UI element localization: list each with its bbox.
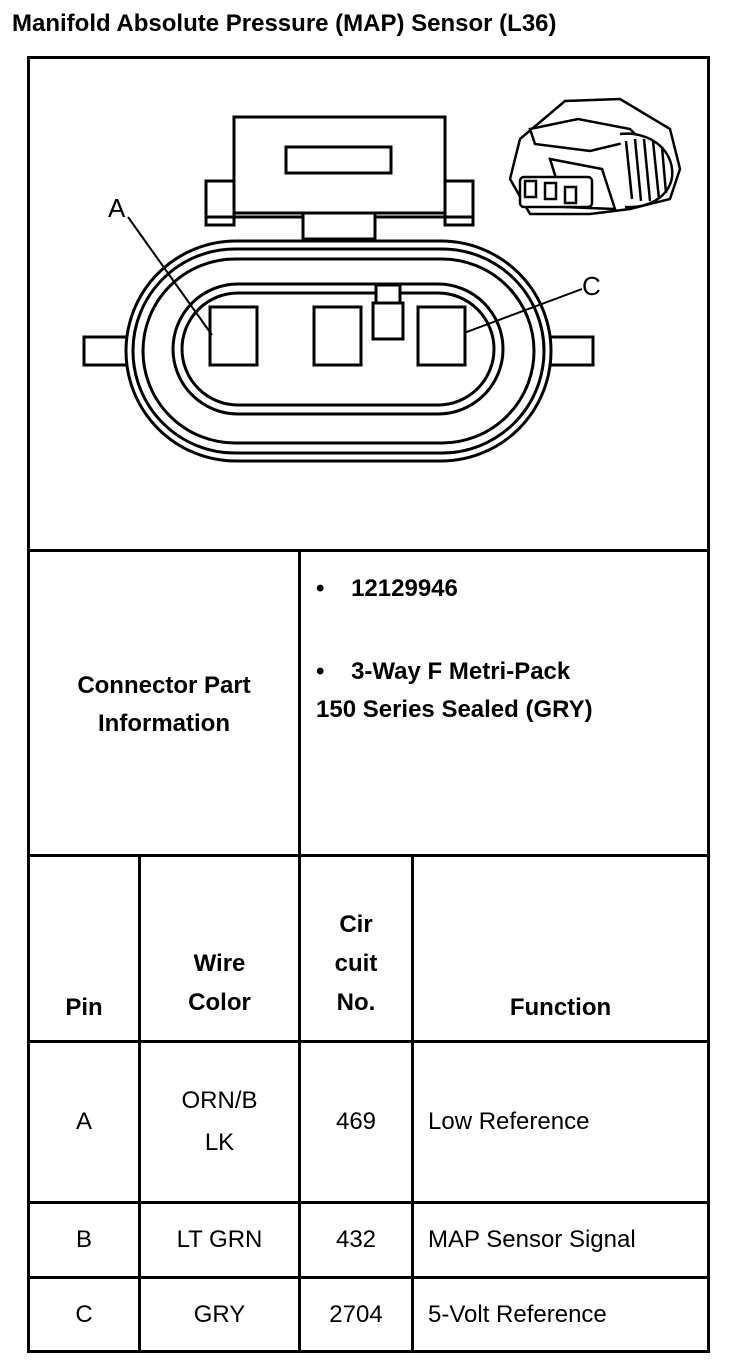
description-line1: 3-Way F Metri-Pack <box>351 658 571 685</box>
row-a-pin: A <box>75 1108 92 1135</box>
pin-label-a: A <box>108 193 126 223</box>
header-circuit-no: Cir cuit No. <box>301 857 411 1040</box>
connector-info-label-line2: Information <box>98 709 230 737</box>
divider <box>138 854 141 1350</box>
page-title: Manifold Absolute Pressure (MAP) Sensor … <box>12 10 557 37</box>
row-c-function: 5-Volt Reference <box>428 1300 607 1328</box>
row-a-wire-line1: ORN/B <box>181 1087 258 1114</box>
divider <box>30 1201 707 1204</box>
divider <box>30 549 707 552</box>
bullet-icon: • <box>316 575 325 602</box>
row-a-function: Low Reference <box>428 1108 590 1135</box>
divider <box>30 854 707 857</box>
part-number: 12129946 <box>351 575 458 602</box>
connector-description: • 3-Way F Metri-Pack 150 Series Sealed (… <box>316 653 593 729</box>
header-circuit-line2: cuit <box>334 950 378 977</box>
header-function: Function <box>509 994 612 1021</box>
connector-face-icon <box>82 115 595 463</box>
divider <box>298 854 301 1350</box>
header-wire-line1: Wire <box>193 950 246 977</box>
row-b-wire-color: LT GRN <box>176 1226 263 1253</box>
connector-diagram: A C <box>82 97 682 463</box>
row-a-circuit: 469 <box>335 1108 377 1135</box>
description-line2: 150 Series Sealed (GRY) <box>316 696 593 723</box>
connector-3d-icon <box>508 97 682 216</box>
pin-label-c: C <box>582 271 601 301</box>
row-b-function: MAP Sensor Signal <box>428 1226 636 1253</box>
row-a-wire-color: ORN/B LK <box>141 1043 298 1201</box>
header-pin: Pin <box>65 994 103 1021</box>
header-circuit-line1: Cir <box>339 911 373 938</box>
header-wire-line2: Color <box>188 989 251 1016</box>
row-a-wire-line2: LK <box>204 1129 235 1156</box>
row-c-circuit: 2704 <box>329 1300 383 1328</box>
connector-info-label-line1: Connector Part <box>77 671 251 699</box>
row-b-circuit: 432 <box>335 1226 377 1253</box>
row-b-pin: B <box>75 1226 92 1253</box>
header-wire-color: Wire Color <box>141 857 298 1040</box>
part-number-row: • 12129946 <box>316 575 458 603</box>
divider <box>298 549 301 857</box>
divider <box>30 1276 707 1279</box>
header-circuit-line3: No. <box>336 989 376 1016</box>
row-c-pin: C <box>75 1300 93 1328</box>
bullet-icon: • <box>316 658 325 685</box>
divider <box>30 1040 707 1043</box>
divider <box>411 854 414 1350</box>
connector-sheet: A C Connector Part Information • 1212994… <box>27 56 710 1353</box>
connector-info-label: Connector Part Information <box>30 552 298 857</box>
row-c-wire-color: GRY <box>193 1300 246 1328</box>
